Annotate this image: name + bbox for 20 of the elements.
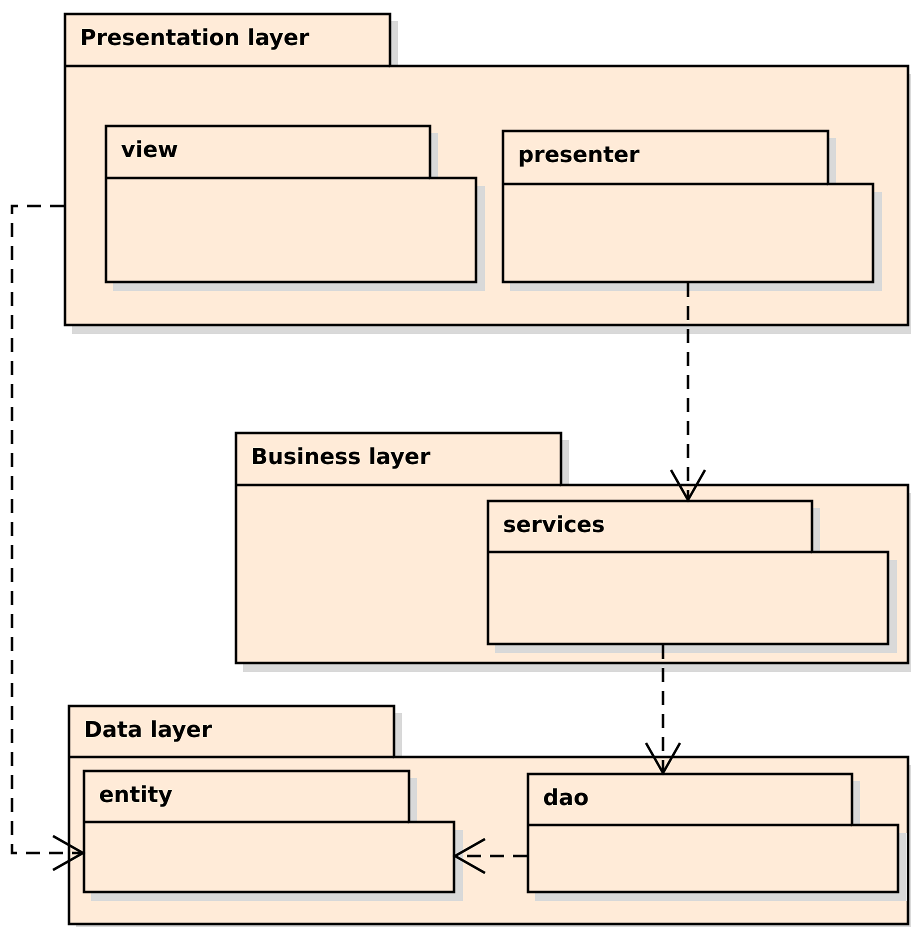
package-box	[235, 432, 911, 672]
package-name: Presentation layer	[80, 26, 310, 52]
package-name: view	[121, 138, 178, 164]
package-box	[502, 130, 882, 291]
package-name: Data layer	[84, 718, 212, 744]
package-name: presenter	[518, 143, 640, 169]
package-box	[487, 500, 897, 653]
package-box	[527, 773, 907, 901]
package-box	[105, 125, 485, 291]
dependency-arrow	[454, 838, 527, 874]
package-box	[64, 13, 911, 334]
package-name: dao	[543, 786, 589, 812]
dependency-arrow	[670, 283, 706, 502]
package-box	[83, 770, 463, 901]
package-name: Business layer	[251, 445, 430, 471]
package-box	[68, 705, 911, 927]
package-name: entity	[99, 783, 172, 809]
dependency-arrow	[10, 204, 84, 872]
dependency-arrow	[644, 645, 682, 774]
package-name: services	[503, 513, 605, 539]
